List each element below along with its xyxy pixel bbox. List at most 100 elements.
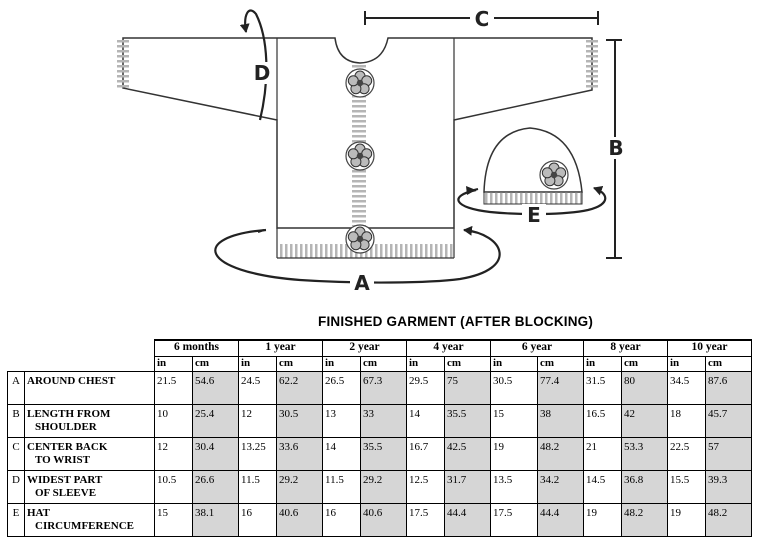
size-header: 2 year bbox=[322, 339, 407, 357]
garment-diagram: A B C D E bbox=[117, 7, 624, 295]
value-cm: 36.8 bbox=[621, 470, 668, 504]
measure-label-line: TO WRIST bbox=[35, 454, 90, 466]
value-cm: 38 bbox=[537, 404, 584, 438]
value-in: 10.5 bbox=[154, 470, 193, 504]
value-cm: 26.6 bbox=[192, 470, 239, 504]
value-in: 19 bbox=[667, 503, 706, 537]
value-cm: 80 bbox=[621, 371, 668, 405]
unit-in: in bbox=[583, 356, 622, 372]
value-in: 24.5 bbox=[238, 371, 277, 405]
right-cuff-ribbing bbox=[586, 40, 598, 90]
value-cm: 45.7 bbox=[705, 404, 752, 438]
measure-letter: B bbox=[7, 404, 25, 438]
value-in: 17.5 bbox=[490, 503, 538, 537]
value-in: 22.5 bbox=[667, 437, 706, 471]
value-in: 13 bbox=[322, 404, 361, 438]
value-cm: 87.6 bbox=[705, 371, 752, 405]
header-blank bbox=[8, 340, 155, 372]
flower-button-icon bbox=[345, 141, 375, 171]
value-cm: 29.2 bbox=[276, 470, 323, 504]
unit-in: in bbox=[406, 356, 445, 372]
value-in: 30.5 bbox=[490, 371, 538, 405]
value-cm: 35.5 bbox=[444, 404, 491, 438]
value-in: 16 bbox=[322, 503, 361, 537]
value-cm: 33 bbox=[360, 404, 407, 438]
value-in: 13.25 bbox=[238, 437, 277, 471]
value-in: 19 bbox=[583, 503, 622, 537]
value-in: 21 bbox=[583, 437, 622, 471]
size-header: 8 year bbox=[583, 339, 668, 357]
unit-cm: cm bbox=[192, 356, 239, 372]
value-cm: 39.3 bbox=[705, 470, 752, 504]
measure-label-line: WIDEST PART bbox=[27, 474, 103, 486]
measure-d-label: D bbox=[254, 61, 271, 85]
unit-in: in bbox=[238, 356, 277, 372]
unit-cm: cm bbox=[444, 356, 491, 372]
measure-label: AROUND CHEST bbox=[24, 371, 155, 405]
unit-in: in bbox=[490, 356, 538, 372]
value-cm: 48.2 bbox=[705, 503, 752, 537]
value-cm: 30.5 bbox=[276, 404, 323, 438]
unit-cm: cm bbox=[276, 356, 323, 372]
value-in: 15 bbox=[154, 503, 193, 537]
value-in: 18 bbox=[667, 404, 706, 438]
size-header: 6 months bbox=[154, 339, 239, 357]
unit-in: in bbox=[322, 356, 361, 372]
value-in: 14 bbox=[406, 404, 445, 438]
size-header: 10 year bbox=[667, 339, 752, 357]
unit-cm: cm bbox=[621, 356, 668, 372]
sweater-outline bbox=[117, 37, 598, 259]
unit-in: in bbox=[154, 356, 193, 372]
value-cm: 40.6 bbox=[276, 503, 323, 537]
value-in: 12 bbox=[154, 437, 193, 471]
unit-in: in bbox=[667, 356, 706, 372]
value-in: 34.5 bbox=[667, 371, 706, 405]
measure-a-label: A bbox=[354, 271, 370, 295]
size-header: 4 year bbox=[406, 339, 491, 357]
value-in: 15.5 bbox=[667, 470, 706, 504]
measure-letter: A bbox=[7, 371, 25, 405]
measure-label-line: HAT bbox=[27, 507, 51, 519]
table-title: FINISHED GARMENT (AFTER BLOCKING) bbox=[318, 314, 594, 329]
left-cuff-ribbing bbox=[117, 40, 129, 88]
value-cm: 77.4 bbox=[537, 371, 584, 405]
unit-cm: cm bbox=[360, 356, 407, 372]
value-cm: 53.3 bbox=[621, 437, 668, 471]
value-in: 14.5 bbox=[583, 470, 622, 504]
value-cm: 35.5 bbox=[360, 437, 407, 471]
value-cm: 75 bbox=[444, 371, 491, 405]
measure-label-line: AROUND CHEST bbox=[27, 375, 116, 387]
measure-letter: D bbox=[7, 470, 25, 504]
value-cm: 29.2 bbox=[360, 470, 407, 504]
value-in: 13.5 bbox=[490, 470, 538, 504]
measure-c-label: C bbox=[475, 7, 490, 31]
value-in: 11.5 bbox=[322, 470, 361, 504]
value-in: 31.5 bbox=[583, 371, 622, 405]
hat-outline bbox=[483, 127, 583, 205]
value-cm: 42.5 bbox=[444, 437, 491, 471]
value-cm: 42 bbox=[621, 404, 668, 438]
value-in: 14 bbox=[322, 437, 361, 471]
value-in: 21.5 bbox=[154, 371, 193, 405]
size-header: 6 year bbox=[490, 339, 584, 357]
value-in: 12 bbox=[238, 404, 277, 438]
value-cm: 48.2 bbox=[537, 437, 584, 471]
measure-letter: C bbox=[7, 437, 25, 471]
value-cm: 30.4 bbox=[192, 437, 239, 471]
flower-icon bbox=[539, 160, 569, 190]
measure-label-line: LENGTH FROM bbox=[27, 408, 111, 420]
value-cm: 38.1 bbox=[192, 503, 239, 537]
measure-label-line: CENTER BACK bbox=[27, 441, 108, 453]
value-in: 17.5 bbox=[406, 503, 445, 537]
measure-e-label: E bbox=[527, 203, 541, 227]
value-in: 15 bbox=[490, 404, 538, 438]
value-cm: 34.2 bbox=[537, 470, 584, 504]
value-in: 26.5 bbox=[322, 371, 361, 405]
value-in: 29.5 bbox=[406, 371, 445, 405]
